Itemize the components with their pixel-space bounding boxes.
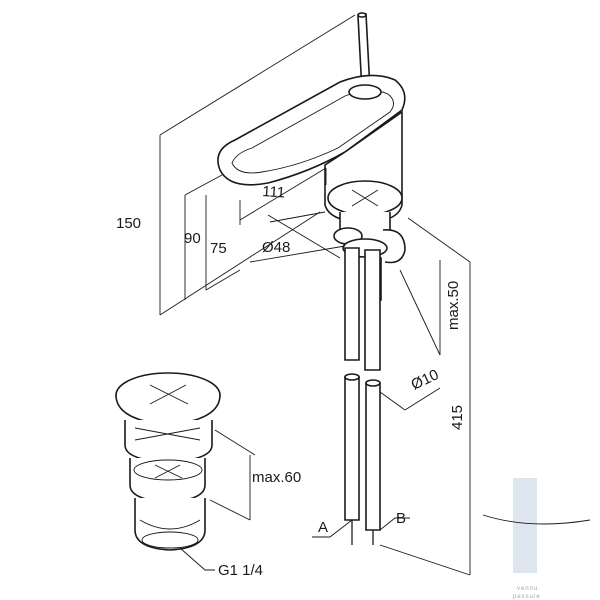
connection-b-label: B [396,510,406,527]
watermark-text-1: vennu [517,586,538,592]
watermark-text-2: pessule [513,594,541,600]
dim-projection: 111 [262,183,286,202]
dim-hose-diameter: Ø10 [409,366,442,393]
dim-diameter-base: Ø48 [262,239,290,256]
watermark-logo: vennu pessule [482,478,591,600]
waste-valve [115,372,256,571]
dim-height-total: 150 [116,215,141,232]
connection-a-label: A [318,519,328,536]
dim-height-outlet: 75 [210,240,227,257]
dim-thread: G1 1/4 [218,562,263,579]
dimension-lines [159,14,471,576]
dim-max-thickness: max.50 [445,281,462,330]
supply-hoses [344,247,381,545]
dim-hose-length: 415 [449,405,466,430]
dim-waste-height: max.60 [252,469,301,486]
dim-height-spout: 90 [184,230,201,247]
